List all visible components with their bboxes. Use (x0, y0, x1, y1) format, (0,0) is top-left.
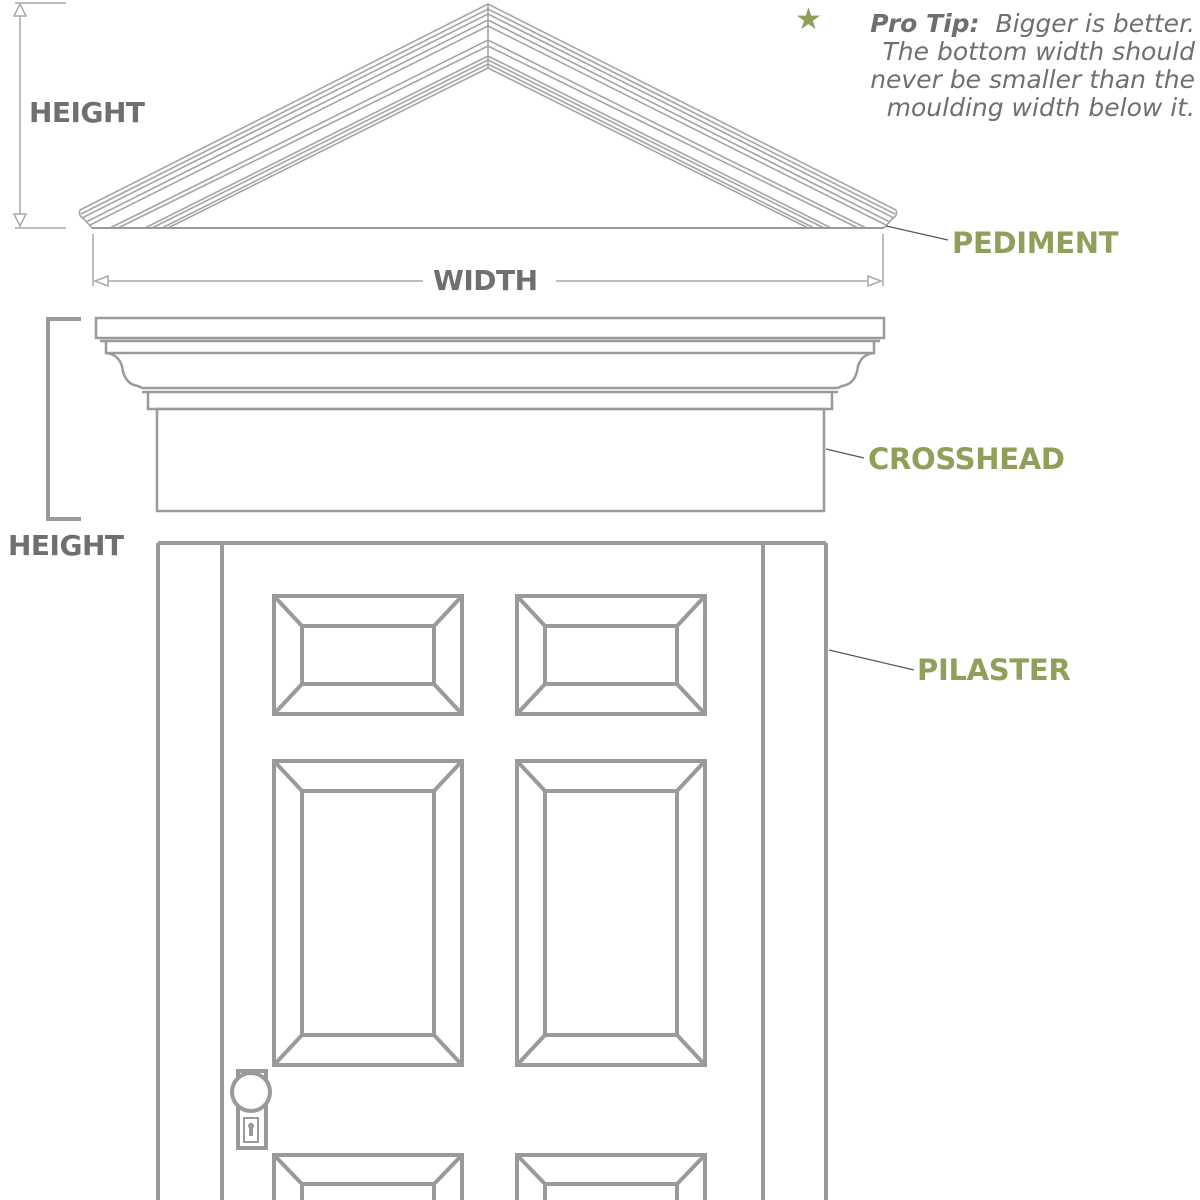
pro-tip-line-3: never be smaller than the (870, 65, 1195, 94)
panel-bottom-left (272, 1153, 464, 1200)
panel-middle-left (272, 759, 464, 1067)
panel-top-right (515, 594, 707, 716)
panel-top-left (272, 594, 464, 716)
crosshead (94, 316, 886, 513)
crosshead-leader-line (825, 448, 865, 459)
panel-bottom-right (515, 1153, 707, 1200)
door-frame (156, 541, 828, 1200)
door-panels (272, 594, 707, 1200)
crosshead-height-label: HEIGHT (8, 529, 124, 562)
pilaster-leader-line (828, 649, 915, 671)
keyhole-icon (248, 1122, 255, 1136)
pediment-height-label: HEIGHT (29, 96, 145, 129)
pro-tip-heading: Pro Tip: (870, 9, 980, 38)
pro-tip-line-2: The bottom width should (882, 37, 1196, 66)
pediment (78, 3, 898, 229)
pilaster-label: PILASTER (917, 653, 1071, 687)
pro-tip-line-1: Bigger is better. (995, 9, 1195, 38)
pediment-width-dimension (92, 234, 884, 288)
escutcheon-plate (236, 1069, 268, 1150)
crosshead-label: CROSSHEAD (868, 442, 1065, 476)
pediment-height-dimension (12, 2, 66, 229)
pro-tip: ★ Pro Tip: Bigger is better. The bottom … (795, 5, 1196, 122)
panel-middle-right (515, 759, 707, 1067)
pediment-label: PEDIMENT (952, 226, 1119, 260)
star-icon: ★ (795, 2, 822, 37)
doorknob-icon (230, 1071, 272, 1113)
pediment-width-label: WIDTH (433, 264, 538, 297)
crosshead-height-bracket (46, 317, 81, 521)
pediment-leader-line (885, 225, 949, 241)
door-hardware (230, 1069, 272, 1150)
pro-tip-line-4: moulding width below it. (886, 93, 1195, 122)
